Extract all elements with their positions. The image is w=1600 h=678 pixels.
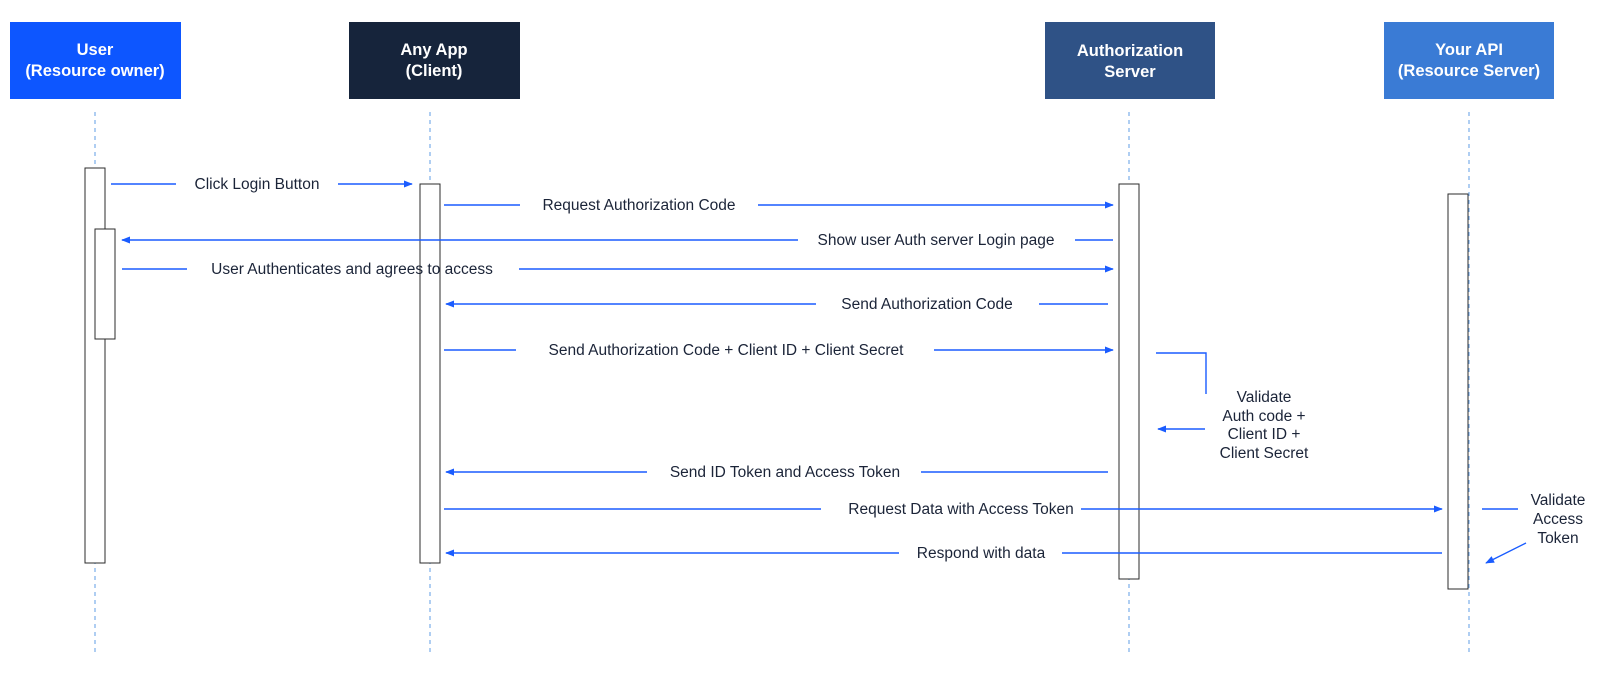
actor-app-name: Any App: [400, 41, 467, 59]
actor-auth-name: Authorization: [1077, 42, 1183, 60]
message-respond-data: Respond with data: [445, 545, 1442, 562]
message-user-authenticates-label: User Authenticates and agrees to access: [211, 261, 493, 278]
actor-app: Any App (Client): [349, 22, 520, 99]
activation-user-outer: [84, 167, 106, 564]
message-show-login-page: Show user Auth server Login page: [121, 232, 1113, 249]
note-validate-credentials: Validate Auth code + Client ID + Client …: [1156, 352, 1309, 462]
note-validate-token: Validate Access Token: [1482, 492, 1586, 564]
actor-auth-role: Server: [1104, 63, 1156, 81]
self-message-validate-credentials-top: [1156, 352, 1207, 394]
note-validate-credentials-line-2: Auth code +: [1222, 408, 1305, 425]
note-validate-token-line-2: Access: [1533, 511, 1583, 528]
actor-auth-box: [1045, 22, 1215, 99]
note-validate-token-line-3: Token: [1537, 530, 1578, 547]
actor-api-role: (Resource Server): [1398, 62, 1540, 80]
message-request-auth-code: Request Authorization Code: [444, 197, 1114, 214]
actor-api: Your API (Resource Server): [1384, 22, 1554, 99]
actor-api-name: Your API: [1435, 41, 1503, 59]
activation-app: [419, 183, 441, 564]
message-send-auth-code: Send Authorization Code: [445, 296, 1108, 313]
actor-auth: Authorization Server: [1045, 22, 1215, 99]
actor-app-role: (Client): [406, 62, 463, 80]
actor-user-box: [10, 22, 181, 99]
message-send-code-id-secret: Send Authorization Code + Client ID + Cl…: [444, 342, 1114, 359]
message-send-tokens: Send ID Token and Access Token: [445, 464, 1108, 481]
message-show-login-page-label: Show user Auth server Login page: [818, 232, 1055, 249]
message-send-code-id-secret-label: Send Authorization Code + Client ID + Cl…: [549, 342, 905, 359]
message-user-authenticates: User Authenticates and agrees to access: [122, 261, 1114, 278]
note-validate-credentials-line-3: Client ID +: [1228, 426, 1301, 443]
message-request-auth-code-label: Request Authorization Code: [542, 197, 735, 214]
actor-app-box: [349, 22, 520, 99]
message-click-login: Click Login Button: [111, 176, 413, 193]
message-send-auth-code-label: Send Authorization Code: [841, 296, 1012, 313]
message-request-data: Request Data with Access Token: [444, 501, 1443, 518]
self-message-validate-token-arrow: [1485, 542, 1527, 564]
message-respond-data-label: Respond with data: [917, 545, 1046, 562]
actor-user-name: User: [77, 41, 114, 59]
activation-user-inner: [94, 228, 116, 340]
actor-user: User (Resource owner): [10, 22, 181, 99]
activation-auth: [1118, 183, 1140, 580]
message-request-data-label: Request Data with Access Token: [848, 501, 1073, 518]
message-click-login-label: Click Login Button: [195, 176, 320, 193]
actor-api-box: [1384, 22, 1554, 99]
note-validate-credentials-line-4: Client Secret: [1220, 445, 1309, 462]
actor-user-role: (Resource owner): [25, 62, 164, 80]
message-send-tokens-label: Send ID Token and Access Token: [670, 464, 900, 481]
note-validate-token-line-1: Validate: [1531, 492, 1586, 509]
note-validate-credentials-line-1: Validate: [1237, 389, 1292, 406]
activation-api: [1447, 193, 1469, 590]
